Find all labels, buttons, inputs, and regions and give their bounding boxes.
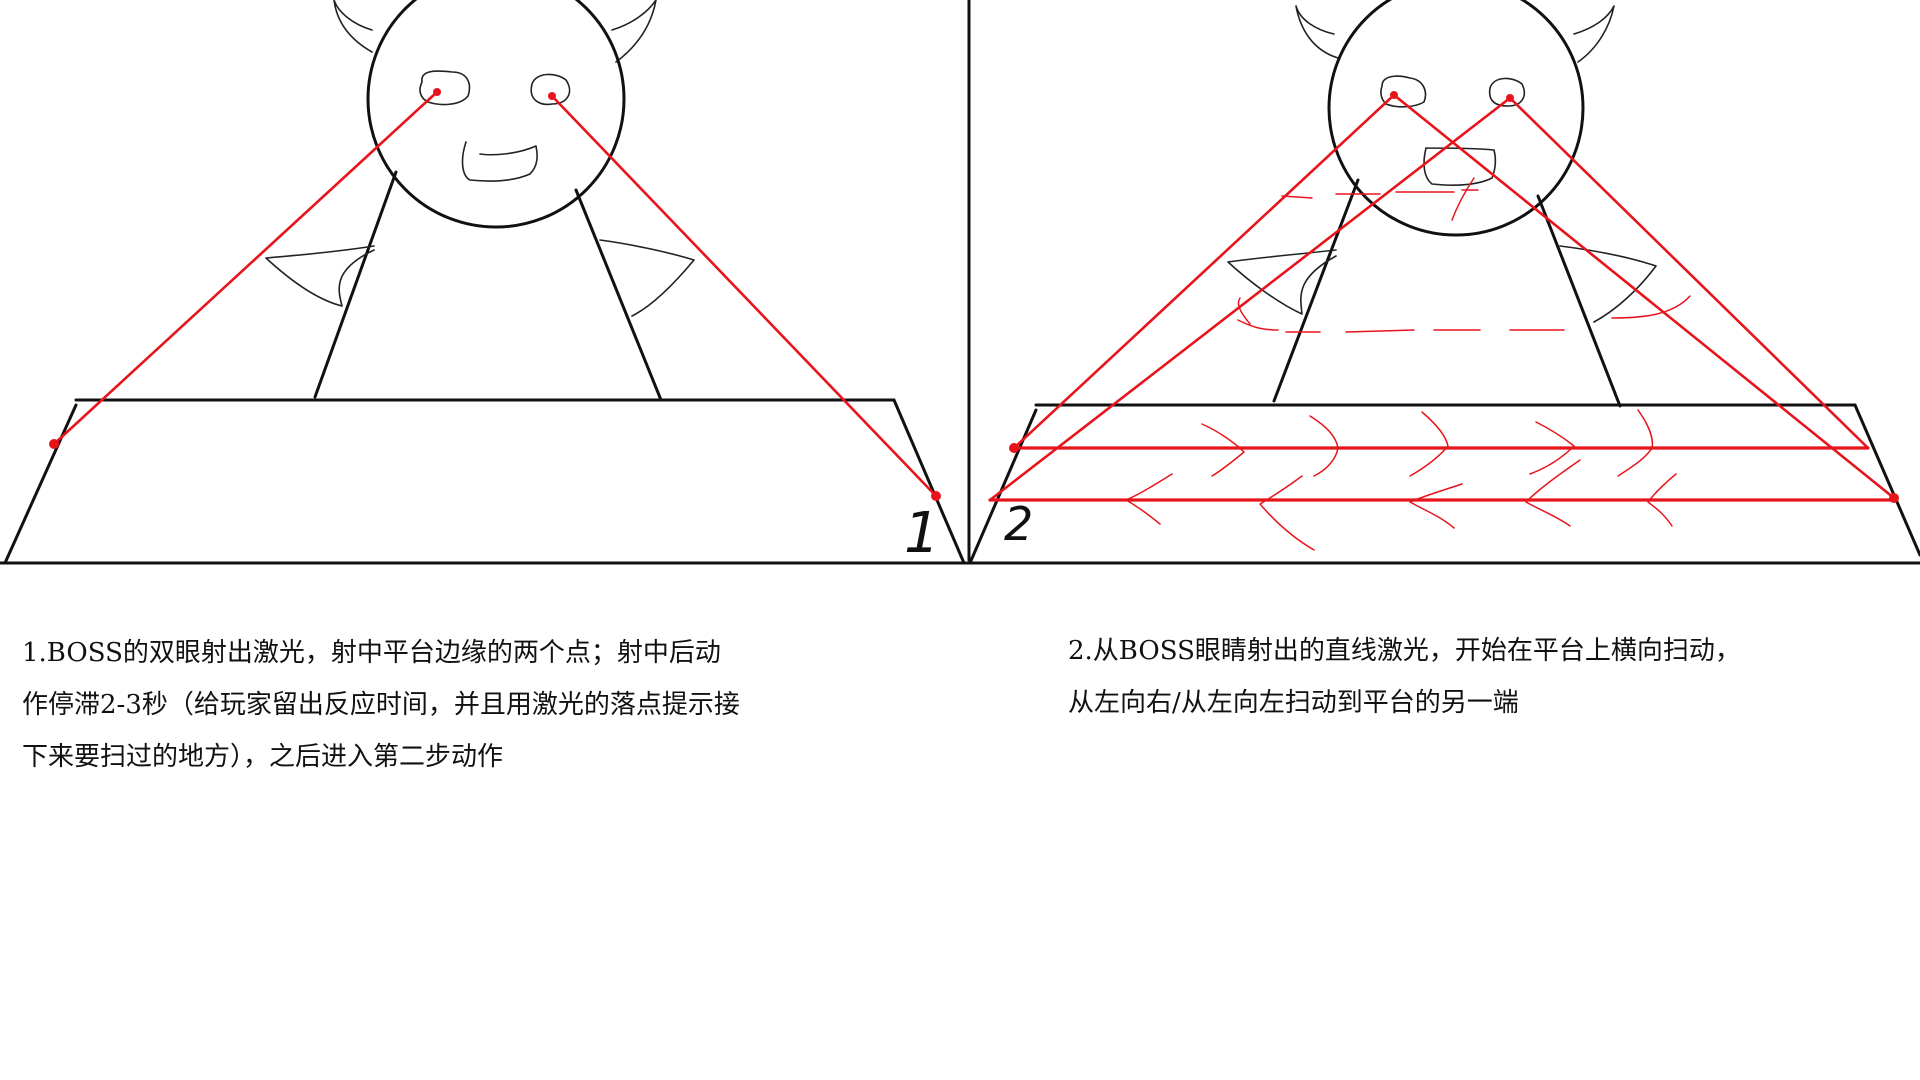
boss-body-right	[574, 188, 663, 402]
panel-1-caption: 1.BOSS的双眼射出激光，射中平台边缘的两个点；射中后动 作停滞2-3秒（给玩…	[22, 627, 862, 783]
platform-2	[968, 403, 1920, 565]
caption-line: 2.从BOSS眼睛射出的直线激光，开始在平台上横向扫动，	[1068, 636, 1741, 666]
caption-line: 下来要扫过的地方），之后进入第二步动作	[22, 742, 504, 772]
chevron-right-icon	[1617, 409, 1654, 477]
boss-right-arm	[1559, 245, 1657, 323]
laser-left-outer	[1012, 93, 1396, 450]
laser-hit-point-right	[1889, 493, 1899, 503]
laser-hit-point-left	[1009, 443, 1019, 453]
laser-left	[52, 90, 439, 446]
eye-laser-origin-right	[548, 92, 556, 100]
chevron-left-icon	[1125, 473, 1173, 525]
sweep-squiggle-left	[1237, 297, 1251, 325]
sweep-path-upper	[1281, 189, 1479, 199]
boss-body-left	[1272, 178, 1360, 403]
platform-left-edge	[3, 403, 78, 565]
boss-right-eye	[1488, 77, 1526, 107]
chevron-left-icon	[1647, 473, 1677, 527]
caption-line: 1.BOSS的双眼射出激光，射中平台边缘的两个点；射中后动	[22, 638, 721, 668]
platform-right-edge	[1853, 403, 1920, 557]
platform-right-edge	[892, 398, 966, 565]
boss-right-arm	[599, 239, 695, 317]
panel-1-sketch: 1	[3, 0, 966, 566]
platform	[3, 398, 966, 565]
sweep-path-lower	[1237, 295, 1691, 333]
chevron-right-icon	[1409, 411, 1449, 477]
panel-2-caption: 2.从BOSS眼睛射出的直线激光，开始在平台上横向扫动， 从左向右/从左向左扫动…	[1068, 625, 1888, 729]
sweep-arrows-left	[1125, 459, 1677, 551]
panel-2-number: 2	[1004, 497, 1033, 551]
platform-left-edge	[968, 408, 1038, 565]
boss-right-horn	[611, 0, 657, 63]
boss-left-horn	[333, 0, 373, 53]
laser-left-inner	[988, 96, 1512, 502]
chevron-left-icon	[1259, 475, 1315, 551]
boss-figure	[265, 0, 695, 402]
chevron-right-icon	[1201, 423, 1245, 477]
caption-line: 作停滞2-3秒（给玩家留出反应时间，并且用激光的落点提示接	[22, 690, 740, 720]
eye-laser-origin-left	[1390, 91, 1398, 99]
boss-body-left	[313, 170, 398, 399]
boss-figure-2	[1227, 0, 1657, 408]
sweep-arrows-right	[1201, 409, 1654, 477]
caption-line: 从左向右/从左向左扫动到平台的另一端	[1068, 688, 1519, 718]
boss-right-eye	[530, 73, 571, 106]
boss-left-eye	[1380, 75, 1427, 108]
boss-left-horn	[1295, 5, 1339, 59]
boss-left-arm	[265, 245, 375, 307]
boss-mouth	[1423, 147, 1497, 186]
chevron-left-icon	[1525, 459, 1581, 527]
laser-hit-point-right	[931, 491, 941, 501]
panel-1-number: 1	[904, 501, 940, 566]
boss-head	[1327, 0, 1585, 237]
chevron-left-icon	[1409, 483, 1463, 529]
laser-right-inner	[1392, 93, 1896, 500]
chevron-right-icon	[1529, 421, 1575, 475]
laser-right	[550, 94, 938, 498]
boss-left-eye	[419, 70, 471, 106]
laser-hit-point-left	[49, 439, 59, 449]
panel-2-sketch: 2	[968, 0, 1920, 565]
eye-laser-origin-left	[433, 88, 441, 96]
boss-head	[366, 0, 626, 229]
chevron-right-icon	[1309, 415, 1339, 477]
laser-right-outer	[1508, 96, 1870, 450]
boss-right-horn	[1573, 5, 1615, 63]
boss-mouth	[461, 141, 538, 182]
eye-laser-origin-right	[1506, 94, 1514, 102]
sweep-squiggle-upper	[1451, 177, 1475, 221]
boss-body-right	[1536, 194, 1622, 408]
